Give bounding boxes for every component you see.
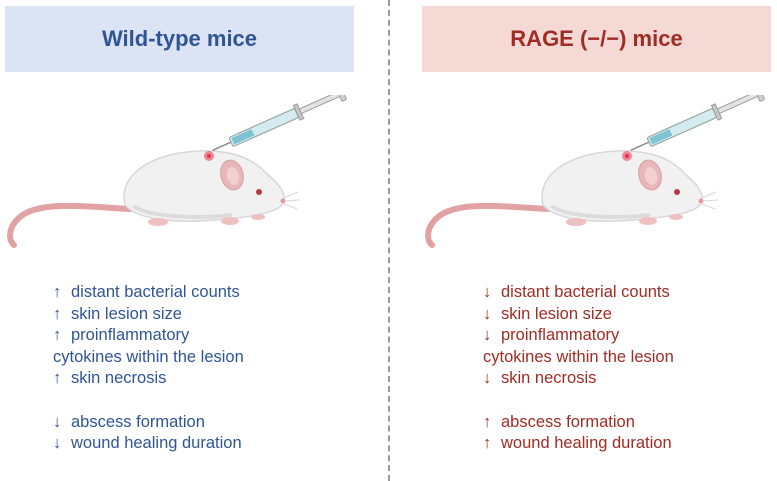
wild-type-effects-list: ↑distant bacterial counts ↑skin lesion s…	[53, 282, 244, 455]
rage-mouse-scene	[418, 84, 777, 255]
arrow-down-icon: ↓	[483, 304, 492, 323]
wild-type-mouse-scene	[0, 84, 360, 255]
wild-type-title: Wild-type mice	[101, 26, 258, 51]
wild-type-header: Wild-type mice	[5, 6, 354, 72]
arrow-down-icon: ↓	[53, 434, 62, 452]
mouse-illustration	[425, 84, 765, 248]
effect-item: ↓skin necrosis	[483, 368, 674, 390]
effect-item-continuation: cytokines within the lesion	[53, 347, 244, 366]
syringe-icon	[630, 84, 765, 151]
effect-item: ↓distant bacterial counts	[483, 282, 674, 304]
rage-header: RAGE (−/−) mice	[422, 6, 771, 72]
arrow-up-icon: ↑	[53, 326, 62, 344]
effect-item: ↓proinflammatory	[483, 325, 674, 347]
effect-item: ↑wound healing duration	[483, 433, 674, 455]
arrow-up-icon: ↑	[53, 283, 62, 301]
effect-item: ↑skin necrosis	[53, 368, 244, 390]
effect-item: ↑abscess formation	[483, 412, 674, 434]
effect-item: ↑proinflammatory	[53, 325, 244, 347]
arrow-up-icon: ↑	[53, 304, 62, 323]
panel-divider	[388, 0, 390, 481]
rage-effects-list: ↓distant bacterial counts ↓skin lesion s…	[483, 282, 674, 455]
syringe-icon	[212, 84, 347, 151]
effect-item: ↓abscess formation	[53, 412, 244, 434]
arrow-down-icon: ↓	[53, 412, 62, 431]
effect-item: ↑skin lesion size	[53, 304, 244, 326]
effect-item: ↑distant bacterial counts	[53, 282, 244, 304]
arrow-down-icon: ↓	[483, 283, 492, 301]
arrow-down-icon: ↓	[483, 326, 492, 344]
mouse-illustration	[7, 84, 347, 248]
arrow-up-icon: ↑	[53, 369, 62, 387]
effect-item: ↓wound healing duration	[53, 433, 244, 455]
effect-item: ↓skin lesion size	[483, 304, 674, 326]
rage-title: RAGE (−/−) mice	[510, 26, 683, 51]
arrow-up-icon: ↑	[483, 434, 492, 452]
arrow-down-icon: ↓	[483, 369, 492, 387]
effect-item-continuation: cytokines within the lesion	[483, 347, 674, 366]
arrow-up-icon: ↑	[483, 412, 492, 431]
